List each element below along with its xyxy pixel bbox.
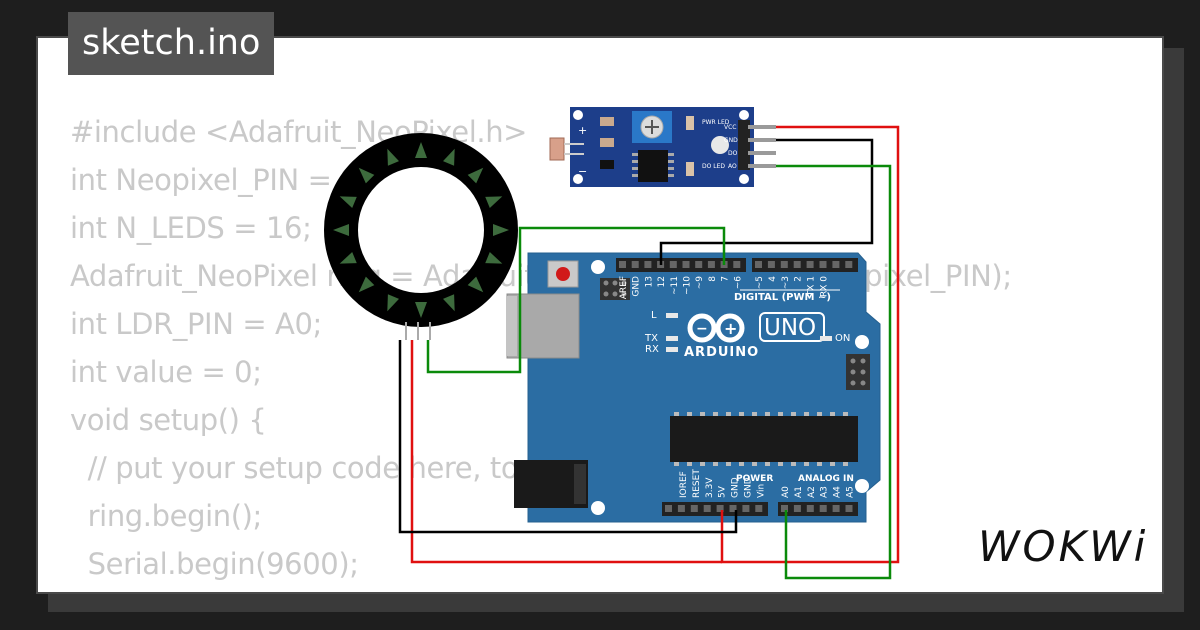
ring-led bbox=[339, 252, 357, 264]
pin-label: 3.3V bbox=[705, 477, 715, 498]
pin-label: A2 bbox=[807, 486, 817, 498]
pin-label: A0 bbox=[781, 486, 791, 498]
pwr-led-label: PWR LED bbox=[702, 119, 730, 126]
ring-led bbox=[443, 294, 455, 312]
led-label-on: ON bbox=[835, 333, 850, 344]
ring-led bbox=[493, 224, 509, 236]
potentiometer-icon bbox=[632, 111, 672, 143]
code-line: Serial.begin(9600); bbox=[70, 547, 359, 581]
pin-label: 5V bbox=[718, 485, 728, 498]
ldr-sensor-module[interactable]: + − PWR LED DO LED VCC GND DO AO bbox=[549, 107, 776, 187]
pin-label: A4 bbox=[833, 486, 843, 498]
ring-led bbox=[485, 196, 503, 208]
wires bbox=[398, 125, 900, 580]
pin-label: A1 bbox=[794, 486, 804, 498]
led-label-tx: TX bbox=[644, 333, 658, 344]
ldr-pin-gnd: GND bbox=[724, 137, 738, 144]
code-line: void setup() { bbox=[70, 403, 267, 437]
ldr-pin-ao: AO bbox=[728, 163, 737, 170]
arduino-uno-board[interactable]: − + UNO ARDUINO L TX RX ON DIGITAL (PWM … bbox=[506, 252, 881, 523]
file-tab[interactable]: sketch.ino bbox=[68, 12, 275, 75]
pin-label: 13 bbox=[644, 276, 654, 287]
pin-label: ~10 bbox=[683, 276, 693, 295]
ring-led bbox=[339, 196, 357, 208]
svg-text:−: − bbox=[696, 321, 708, 337]
do-led-label: DO LED bbox=[702, 163, 725, 170]
svg-text:+: + bbox=[724, 319, 737, 338]
ring-led bbox=[443, 148, 455, 166]
ring-led bbox=[485, 252, 503, 264]
svg-text:+: + bbox=[578, 124, 587, 137]
power-label: POWER bbox=[736, 474, 773, 484]
pin-label: 2 bbox=[794, 276, 804, 282]
ring-led bbox=[467, 167, 484, 184]
pin-label: GND bbox=[744, 477, 754, 498]
ring-led bbox=[358, 167, 375, 184]
ring-led bbox=[467, 276, 484, 293]
ring-led bbox=[333, 224, 349, 236]
ldr-pin-vcc: VCC bbox=[724, 124, 736, 131]
analog-label: ANALOG IN bbox=[798, 474, 854, 484]
pin-label: ~3 bbox=[781, 276, 791, 289]
pin-label: AREF bbox=[619, 276, 629, 299]
code-line: int N_LEDS = 16; bbox=[70, 211, 312, 245]
photoresistor-icon bbox=[549, 137, 584, 161]
pin-label: A5 bbox=[846, 486, 856, 498]
board-model: UNO bbox=[764, 315, 816, 341]
pin-label: GND bbox=[731, 477, 741, 498]
pin-label: 12 bbox=[657, 276, 667, 287]
led-label-l: L bbox=[651, 310, 657, 321]
code-line: int value = 0; bbox=[70, 355, 262, 389]
code-line: #include <Adafruit_NeoPixel.h> bbox=[70, 115, 528, 149]
pin-label: 4 bbox=[768, 276, 778, 282]
ring-led bbox=[358, 276, 375, 293]
pin-label: ~11 bbox=[670, 276, 680, 295]
pin-label: ~5 bbox=[755, 276, 765, 289]
ring-led bbox=[387, 148, 399, 166]
digital-label: DIGITAL (PWM ~) bbox=[734, 292, 831, 303]
ldr-pin-do: DO bbox=[728, 150, 738, 157]
pin-label: 8 bbox=[708, 276, 718, 282]
board-brand: ARDUINO bbox=[684, 345, 759, 360]
wokwi-logo: WOKWi bbox=[978, 522, 1149, 571]
led-label-rx: RX bbox=[645, 344, 659, 355]
ring-led bbox=[415, 142, 427, 158]
pin-label: RESET bbox=[692, 469, 702, 498]
pin-label: RX 0 bbox=[820, 276, 830, 297]
pin-label: IOREF bbox=[679, 471, 689, 498]
code-line: int LDR_PIN = A0; bbox=[70, 307, 322, 341]
pin-label: Vin bbox=[756, 484, 766, 498]
pin-label: ~9 bbox=[695, 276, 705, 290]
neopixel-ring-icon[interactable] bbox=[324, 133, 518, 340]
ring-led bbox=[387, 294, 399, 312]
pin-label: A3 bbox=[820, 486, 830, 498]
pin-label: GND bbox=[632, 276, 642, 297]
ring-led bbox=[415, 302, 427, 318]
pin-label: ~6 bbox=[733, 276, 743, 290]
arduino-infinity-icon bbox=[687, 313, 745, 343]
code-line: ring.begin(); bbox=[70, 499, 263, 533]
pin-label: TX 1 bbox=[807, 276, 817, 297]
svg-text:−: − bbox=[578, 165, 587, 178]
pin-label: 7 bbox=[721, 276, 731, 282]
